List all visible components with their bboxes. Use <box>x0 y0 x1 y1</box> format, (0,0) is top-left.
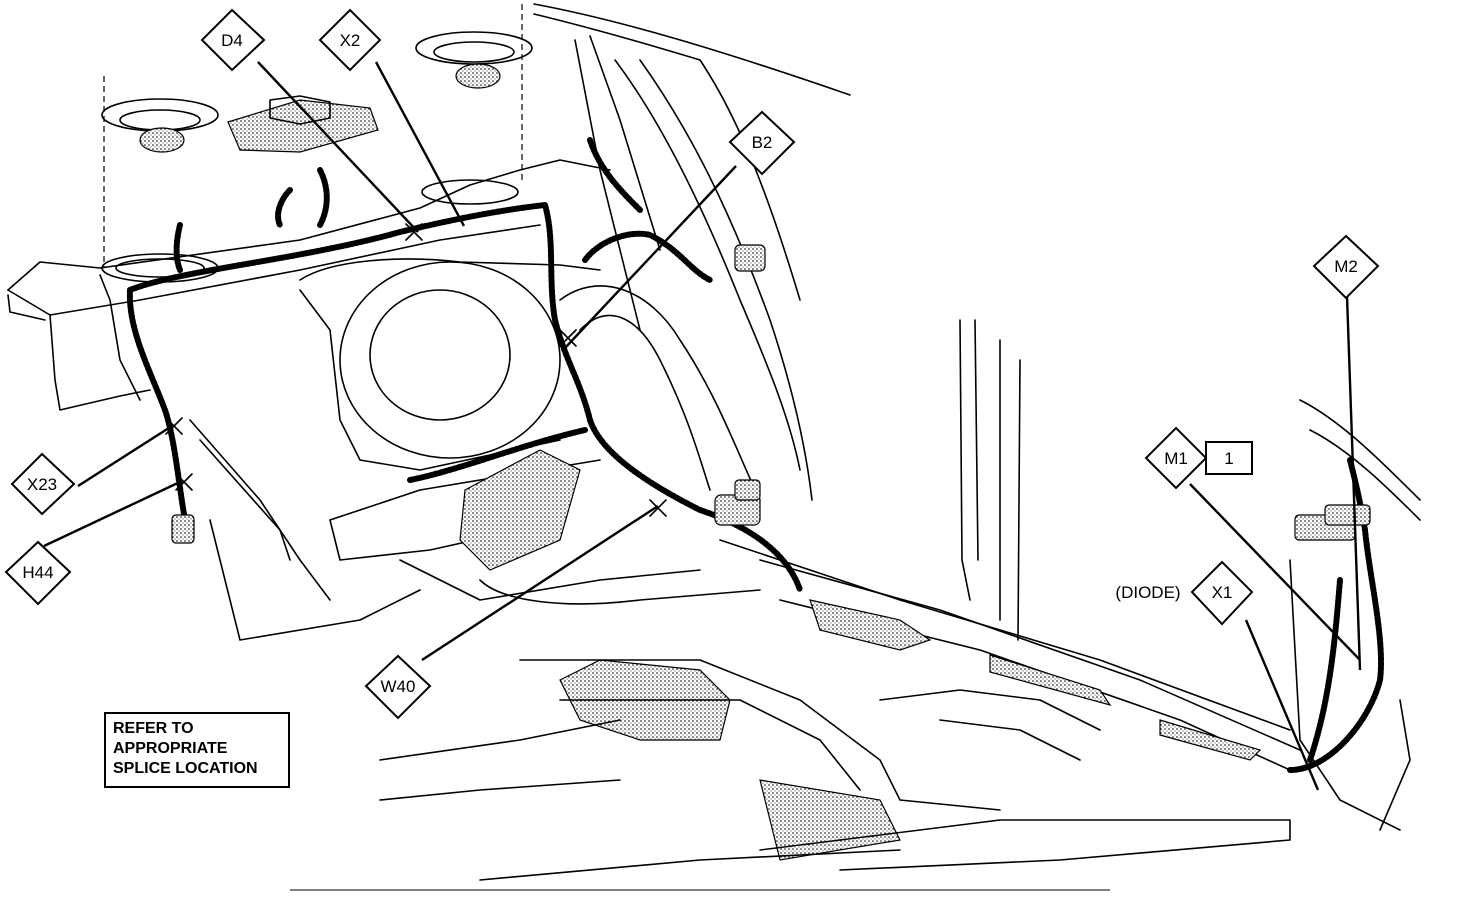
callout-d4-label: D4 <box>221 31 243 50</box>
splice-note-line-3: SPLICE LOCATION <box>113 760 258 777</box>
callout-h44-label: H44 <box>22 563 53 582</box>
callout-x23-label: X23 <box>27 475 57 494</box>
callout-m1-ref-box <box>1205 441 1253 475</box>
callout-m2-label: M2 <box>1334 257 1358 276</box>
wiring-harness <box>126 137 1384 773</box>
callout-m1-ref: 1 <box>1224 449 1233 468</box>
callout-w40-label: W40 <box>381 677 416 696</box>
callouts <box>43 61 1362 791</box>
callout-x1-label: X1 <box>1212 583 1233 602</box>
callout-x23: X23 <box>10 452 76 516</box>
callout-b2: B2 <box>728 110 796 176</box>
connector-marks <box>165 223 1371 544</box>
callout-m1-label: M1 <box>1164 449 1188 468</box>
callout-h44: H44 <box>4 540 72 606</box>
callout-m2: M2 <box>1312 234 1380 300</box>
callout-x2: X2 <box>318 8 382 72</box>
amplifier-module <box>227 95 379 153</box>
callout-x1: X1 (DIODE) <box>1115 560 1254 626</box>
rear-speaker-right <box>415 4 533 180</box>
callout-b2-label: B2 <box>752 133 773 152</box>
rear-speaker-left <box>101 76 219 268</box>
callout-w40: W40 <box>364 654 432 720</box>
diode-label: (DIODE) <box>1115 583 1180 602</box>
splice-note-line-1: REFER TO <box>113 720 194 737</box>
vehicle-body <box>7 3 1421 891</box>
splice-note-box: REFER TO APPROPRIATE SPLICE LOCATION <box>104 712 290 788</box>
callout-d4: D4 <box>200 8 266 72</box>
callout-x2-label: X2 <box>340 31 361 50</box>
callout-m1: M1 1 <box>1144 426 1253 490</box>
splice-note-line-2: APPROPRIATE <box>113 740 228 757</box>
